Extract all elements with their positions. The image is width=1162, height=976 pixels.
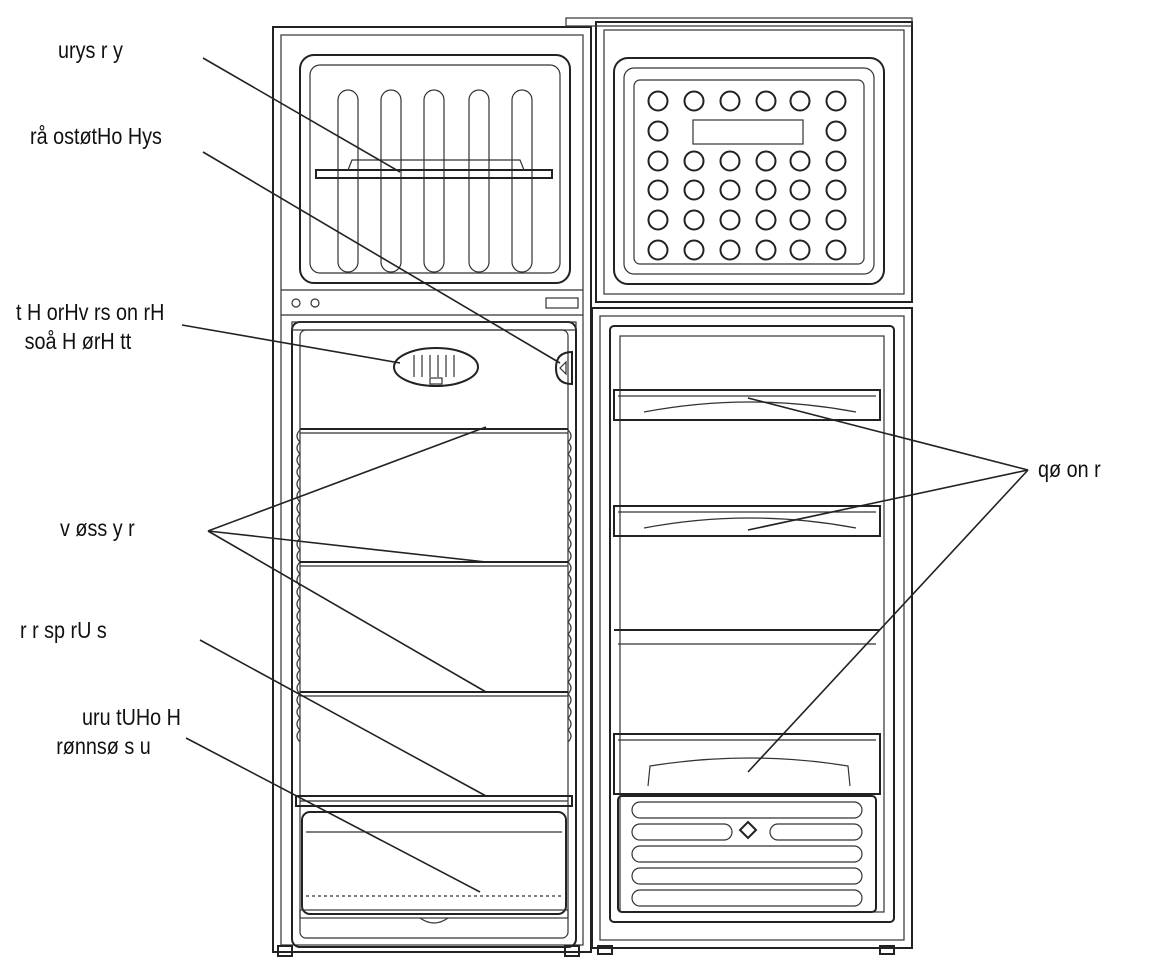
dimple — [825, 239, 847, 261]
door-dimples — [647, 90, 847, 261]
dimple — [825, 209, 847, 231]
label-crisper: uru tUHo H rønnsø s u — [56, 703, 181, 761]
door-shelf-3 — [613, 733, 881, 795]
button-icon — [310, 298, 320, 308]
label-text: qø on r — [1038, 456, 1101, 482]
dimple — [755, 209, 777, 231]
dimple — [647, 179, 669, 201]
freezer-ribs — [337, 89, 533, 273]
fridge-compartment — [291, 321, 577, 948]
dimple — [825, 90, 847, 112]
side-rails — [296, 429, 572, 743]
thermostat-knob — [554, 350, 573, 386]
dimple — [683, 90, 705, 112]
label-door-shelves: qø on r — [1038, 455, 1101, 484]
brand-logo-icon — [738, 820, 758, 840]
label-line-2: rønnsø s u — [56, 733, 151, 759]
label-text: rå ostøtHo Hys — [30, 123, 162, 149]
dimple — [789, 90, 811, 112]
vegetable-cover — [295, 795, 573, 807]
dimple — [719, 179, 741, 201]
dimple — [755, 179, 777, 201]
dimple — [789, 179, 811, 201]
dimple — [683, 179, 705, 201]
label-text: v øss y r — [60, 515, 135, 541]
freezer-compartment — [299, 54, 571, 284]
label-text: urys r y — [58, 37, 123, 63]
dimple — [683, 239, 705, 261]
dimple — [825, 120, 847, 142]
dimple — [755, 150, 777, 172]
dimple — [789, 239, 811, 261]
dimple — [647, 150, 669, 172]
dimple — [719, 150, 741, 172]
dimple — [719, 209, 741, 231]
label-line-1: t H orHv rs on rH — [16, 299, 165, 325]
cabinet — [272, 26, 592, 957]
label-line-2: soå H ørH tt — [24, 328, 132, 354]
label-text: r r sp rU s — [20, 617, 107, 643]
button-icon — [291, 298, 301, 308]
label-line-1: uru tUHo H — [82, 704, 181, 730]
label-vegetable-cover: r r sp rU s — [20, 616, 107, 645]
label-light-cover: t H orHv rs on rH soå H ørH tt — [16, 298, 164, 356]
dimple — [825, 150, 847, 172]
freezer-shelf — [315, 169, 553, 179]
dimple — [719, 90, 741, 112]
door-shelf-1 — [613, 389, 881, 421]
freezer-door — [565, 17, 913, 303]
glass-shelves — [300, 428, 568, 697]
dimple — [755, 239, 777, 261]
dimple — [647, 239, 669, 261]
dimple — [755, 90, 777, 112]
door-label-plate — [692, 119, 804, 145]
fridge-door — [591, 307, 913, 955]
dimple — [647, 209, 669, 231]
dimple — [825, 179, 847, 201]
leader-lines — [181, 57, 1029, 893]
dimple — [683, 209, 705, 231]
label-thermostat: rå ostøtHo Hys — [30, 122, 162, 151]
dimple — [647, 120, 669, 142]
label-glass-shelves: v øss y r — [60, 514, 135, 543]
crisper-drawer — [299, 811, 569, 924]
dimple — [789, 150, 811, 172]
dimple — [789, 209, 811, 231]
light-cover — [393, 347, 479, 387]
door-bottom-panel — [617, 795, 877, 913]
label-freezer-shelf: urys r y — [58, 36, 123, 65]
dimple — [719, 239, 741, 261]
dimple — [647, 90, 669, 112]
dimple — [683, 150, 705, 172]
